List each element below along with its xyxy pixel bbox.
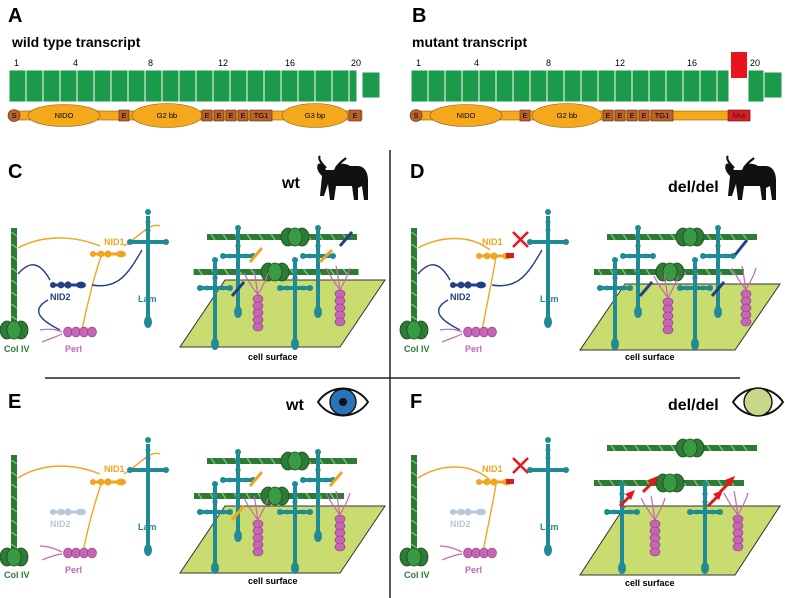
panel-b-protein-domains: S NIDO E G2 bb E E E E TG1 Mut: [409, 103, 751, 128]
panel-f: F del/del Col IV NID1 NID2 Lam: [399, 387, 785, 588]
mutant-exon: [731, 52, 747, 78]
panel-a-title: wild type transcript: [11, 34, 141, 50]
svg-text:4: 4: [73, 58, 78, 68]
svg-text:E: E: [240, 111, 245, 120]
svg-text:G3 bp: G3 bp: [305, 111, 325, 120]
svg-text:G2 bb: G2 bb: [157, 111, 177, 120]
bull-icon: [724, 154, 778, 202]
svg-text:20: 20: [351, 58, 361, 68]
col4-fibril: [0, 228, 29, 340]
svg-text:E: E: [204, 111, 209, 120]
svg-text:16: 16: [285, 58, 295, 68]
svg-text:E: E: [629, 111, 634, 120]
svg-text:4: 4: [474, 58, 479, 68]
svg-text:Perl: Perl: [465, 565, 482, 575]
svg-text:Lam: Lam: [138, 522, 157, 532]
svg-text:NIDO: NIDO: [55, 111, 74, 120]
panel-e: E wt Col IV NID1 NID2 Lam: [0, 387, 386, 586]
laminin-molecule: [127, 209, 169, 328]
panel-f-genotype: del/del: [668, 397, 719, 414]
panel-d: D del/del Col IV NID1 NID2 Lam: [399, 154, 781, 362]
svg-text:1: 1: [416, 58, 421, 68]
laminin-label: Lam: [138, 294, 157, 304]
cell-surface: [179, 279, 386, 348]
svg-text:E: E: [605, 111, 610, 120]
svg-text:NID1: NID1: [482, 464, 503, 474]
x-icon: [512, 457, 529, 474]
svg-text:cell surface: cell surface: [625, 352, 675, 362]
svg-text:Lam: Lam: [540, 294, 559, 304]
svg-text:NID1: NID1: [104, 464, 125, 474]
panel-b-exon-track: [410, 69, 783, 103]
nid2-molecule: [48, 279, 88, 291]
svg-text:8: 8: [546, 58, 551, 68]
svg-text:E: E: [641, 111, 646, 120]
svg-text:S: S: [11, 111, 16, 120]
perlecan-label: Perl: [65, 344, 82, 354]
panel-b-letter: B: [412, 5, 426, 27]
panel-a-letter: A: [8, 5, 22, 27]
svg-text:16: 16: [687, 58, 697, 68]
svg-text:E: E: [121, 111, 126, 120]
panel-a-protein-domains: S NIDO E G2 bb E E E E TG1 G3 bp E: [7, 103, 363, 128]
panel-c-letter: C: [8, 161, 22, 183]
svg-text:E: E: [216, 111, 221, 120]
svg-text:E: E: [228, 111, 233, 120]
cell-surface-label: cell surface: [248, 352, 298, 362]
svg-text:Col IV: Col IV: [404, 344, 430, 354]
panel-a-exon-track: [8, 69, 381, 103]
svg-text:Perl: Perl: [465, 344, 482, 354]
svg-text:TG1: TG1: [254, 111, 269, 120]
panel-e-letter: E: [8, 391, 21, 413]
nid2-label: NID2: [50, 292, 71, 302]
col4-label: Col IV: [4, 344, 30, 354]
svg-text:12: 12: [218, 58, 228, 68]
svg-text:8: 8: [148, 58, 153, 68]
svg-text:Perl: Perl: [65, 565, 82, 575]
svg-text:NID2: NID2: [450, 292, 471, 302]
panel-c-genotype: wt: [281, 175, 300, 192]
eye-icon: [731, 387, 785, 417]
svg-text:NID2: NID2: [450, 519, 471, 529]
svg-text:NID2: NID2: [50, 519, 71, 529]
svg-text:Lam: Lam: [540, 522, 559, 532]
svg-text:E: E: [352, 111, 357, 120]
nid1-label: NID1: [104, 237, 125, 247]
svg-text:12: 12: [615, 58, 625, 68]
svg-text:G2 bb: G2 bb: [557, 111, 577, 120]
svg-text:1: 1: [14, 58, 19, 68]
panel-a-exon-numbers: 1 4 8 12 16 20: [14, 58, 361, 68]
svg-text:NID1: NID1: [482, 237, 503, 247]
svg-text:20: 20: [750, 58, 760, 68]
x-icon: [512, 231, 529, 248]
bull-icon: [316, 154, 370, 202]
eye-icon: [316, 387, 370, 417]
svg-text:cell surface: cell surface: [248, 576, 298, 586]
svg-text:cell surface: cell surface: [625, 578, 675, 588]
svg-text:Mut: Mut: [733, 111, 746, 120]
svg-text:Col IV: Col IV: [404, 570, 430, 580]
svg-text:NIDO: NIDO: [457, 111, 476, 120]
panel-d-letter: D: [410, 161, 424, 183]
panel-b-exon-numbers: 1 4 8 12 16 20: [416, 58, 760, 68]
svg-text:TG1: TG1: [655, 111, 670, 120]
svg-text:S: S: [413, 111, 418, 120]
panel-f-letter: F: [410, 391, 422, 413]
svg-text:Col IV: Col IV: [4, 570, 30, 580]
panel-d-genotype: del/del: [668, 179, 719, 196]
panel-b-title: mutant transcript: [412, 34, 527, 50]
svg-text:E: E: [617, 111, 622, 120]
nid1-molecule: [88, 248, 128, 260]
arrow-icon: [618, 476, 735, 508]
panel-e-genotype: wt: [285, 397, 304, 414]
panel-c: C wt Col IV NID1 NID2 Lam: [0, 154, 386, 362]
perlecan-molecule: [39, 326, 97, 343]
svg-text:E: E: [522, 111, 527, 120]
